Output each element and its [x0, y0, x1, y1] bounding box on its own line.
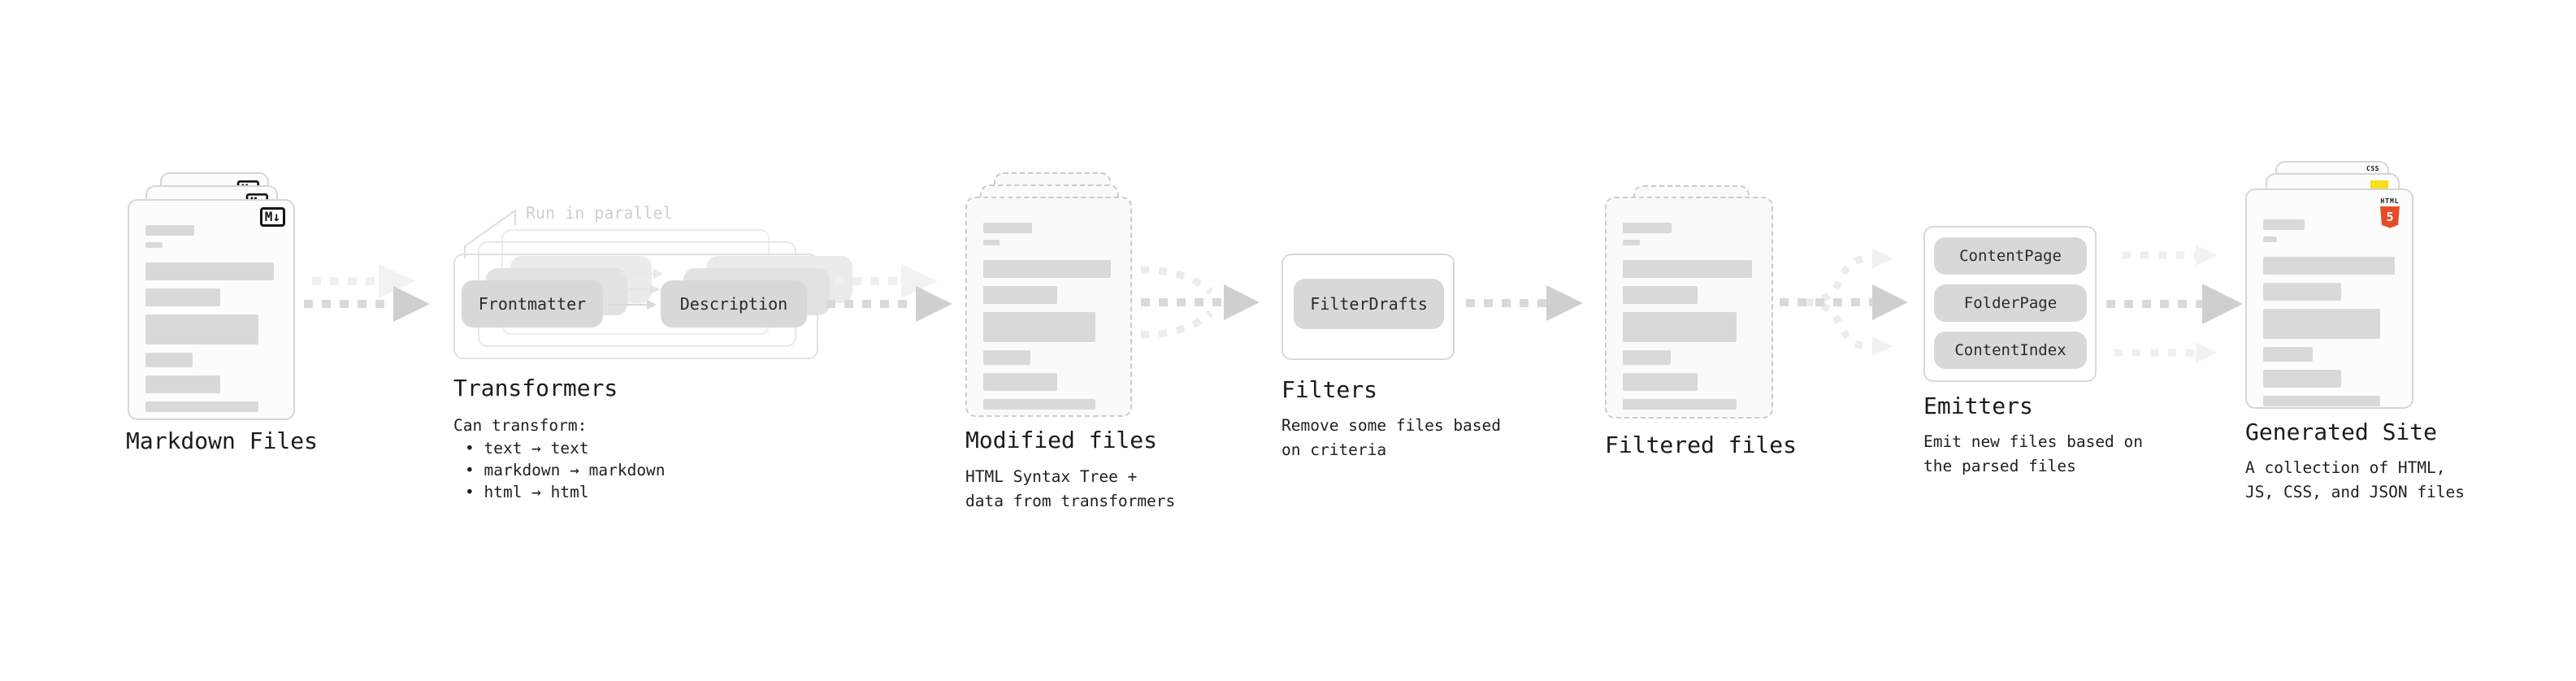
- emitters-desc: Emit new files based on the parsed files: [1923, 432, 2144, 475]
- doc-line: [2263, 283, 2341, 301]
- arrow-modified-to-filters-converge: [1140, 266, 1260, 339]
- doc-line: [1623, 240, 1640, 245]
- doc-line: [2263, 347, 2314, 362]
- doc-line: [2263, 257, 2396, 275]
- doc-line: [145, 288, 220, 306]
- doc-line: [1623, 350, 1671, 365]
- doc-line: [145, 225, 195, 236]
- doc-line: [983, 286, 1058, 304]
- arrow-transformers-to-modified: [826, 264, 952, 322]
- filtered-files-label: Filtered files: [1605, 432, 1798, 458]
- emitters-label: Emitters: [1923, 393, 2033, 419]
- filters-label: Filters: [1281, 376, 1378, 403]
- doc-line: [2263, 309, 2380, 339]
- transformers-desc-title: Can transform:: [453, 416, 588, 435]
- doc-line: [145, 375, 220, 393]
- doc-line: [983, 240, 1000, 245]
- run-in-parallel-leader-line: [464, 209, 516, 258]
- doc-line: [2263, 219, 2305, 230]
- html5-icon: HTML 5: [2379, 197, 2400, 228]
- doc-placeholder-lines: [145, 225, 274, 412]
- doc-line: [145, 242, 163, 248]
- doc-line: [1623, 286, 1698, 304]
- filtered-doc-front: [1605, 197, 1773, 419]
- doc-placeholder-lines: [2263, 219, 2396, 406]
- arrow-filtered-to-emitters-diverge: [1780, 249, 1908, 356]
- doc-line: [2263, 370, 2341, 388]
- doc-line: [145, 262, 274, 280]
- doc-placeholder-lines: [1623, 223, 1752, 410]
- doc-line: [1623, 399, 1737, 410]
- pill-frontmatter: Frontmatter: [462, 280, 603, 327]
- js-icon: [2370, 180, 2388, 190]
- doc-line: [145, 401, 259, 412]
- doc-line: [2263, 236, 2278, 242]
- doc-line: [1623, 260, 1752, 278]
- pill-filterdrafts: FilterDrafts: [1294, 279, 1444, 329]
- doc-line: [983, 223, 1032, 233]
- doc-line: [983, 350, 1031, 365]
- filters-desc: Remove some files based on criteria: [1281, 416, 1502, 459]
- doc-line: [983, 260, 1111, 278]
- transformers-bullet-3: • html → html: [465, 483, 589, 501]
- doc-line: [145, 314, 259, 345]
- doc-line: [1623, 373, 1698, 391]
- pill-contentindex: ContentIndex: [1934, 332, 2087, 369]
- transformers-bullet-2: • markdown → markdown: [465, 461, 666, 479]
- transform-step-arrows: [608, 269, 663, 310]
- markdown-files-label: Markdown Files: [126, 427, 319, 454]
- transformers-bullet-1: • text → text: [465, 439, 589, 458]
- pill-contentpage: ContentPage: [1934, 237, 2087, 275]
- generated-doc-front-html: HTML 5: [2245, 189, 2413, 409]
- html5-icon-shield: 5: [2380, 206, 2400, 228]
- doc-line: [1623, 312, 1737, 342]
- doc-line: [983, 373, 1058, 391]
- generated-site-label: Generated Site: [2245, 419, 2438, 445]
- markdown-icon: M↓: [259, 207, 285, 227]
- modified-doc-front: [965, 197, 1132, 417]
- doc-line: [2263, 396, 2380, 406]
- pill-description: Description: [661, 280, 807, 327]
- doc-line: [983, 399, 1096, 410]
- doc-line: [1623, 223, 1672, 233]
- run-in-parallel-note: Run in parallel: [526, 203, 673, 223]
- html5-icon-word: HTML: [2380, 197, 2400, 205]
- doc-line: [145, 353, 193, 367]
- doc-placeholder-lines: [983, 223, 1111, 410]
- markdown-doc-front: M↓: [128, 199, 295, 420]
- pill-folderpage: FolderPage: [1934, 284, 2087, 322]
- doc-line: [983, 312, 1096, 342]
- arrow-filters-to-filtered: [1466, 285, 1583, 321]
- generated-site-desc: A collection of HTML, JS, CSS, and JSON …: [2245, 458, 2465, 501]
- arrow-markdown-to-transformers: [304, 264, 430, 322]
- modified-files-desc: HTML Syntax Tree + data from transformer…: [965, 467, 1176, 510]
- modified-files-label: Modified files: [965, 427, 1158, 453]
- transformers-label: Transformers: [453, 375, 618, 401]
- arrow-emitters-to-generated-triple: [2106, 245, 2243, 363]
